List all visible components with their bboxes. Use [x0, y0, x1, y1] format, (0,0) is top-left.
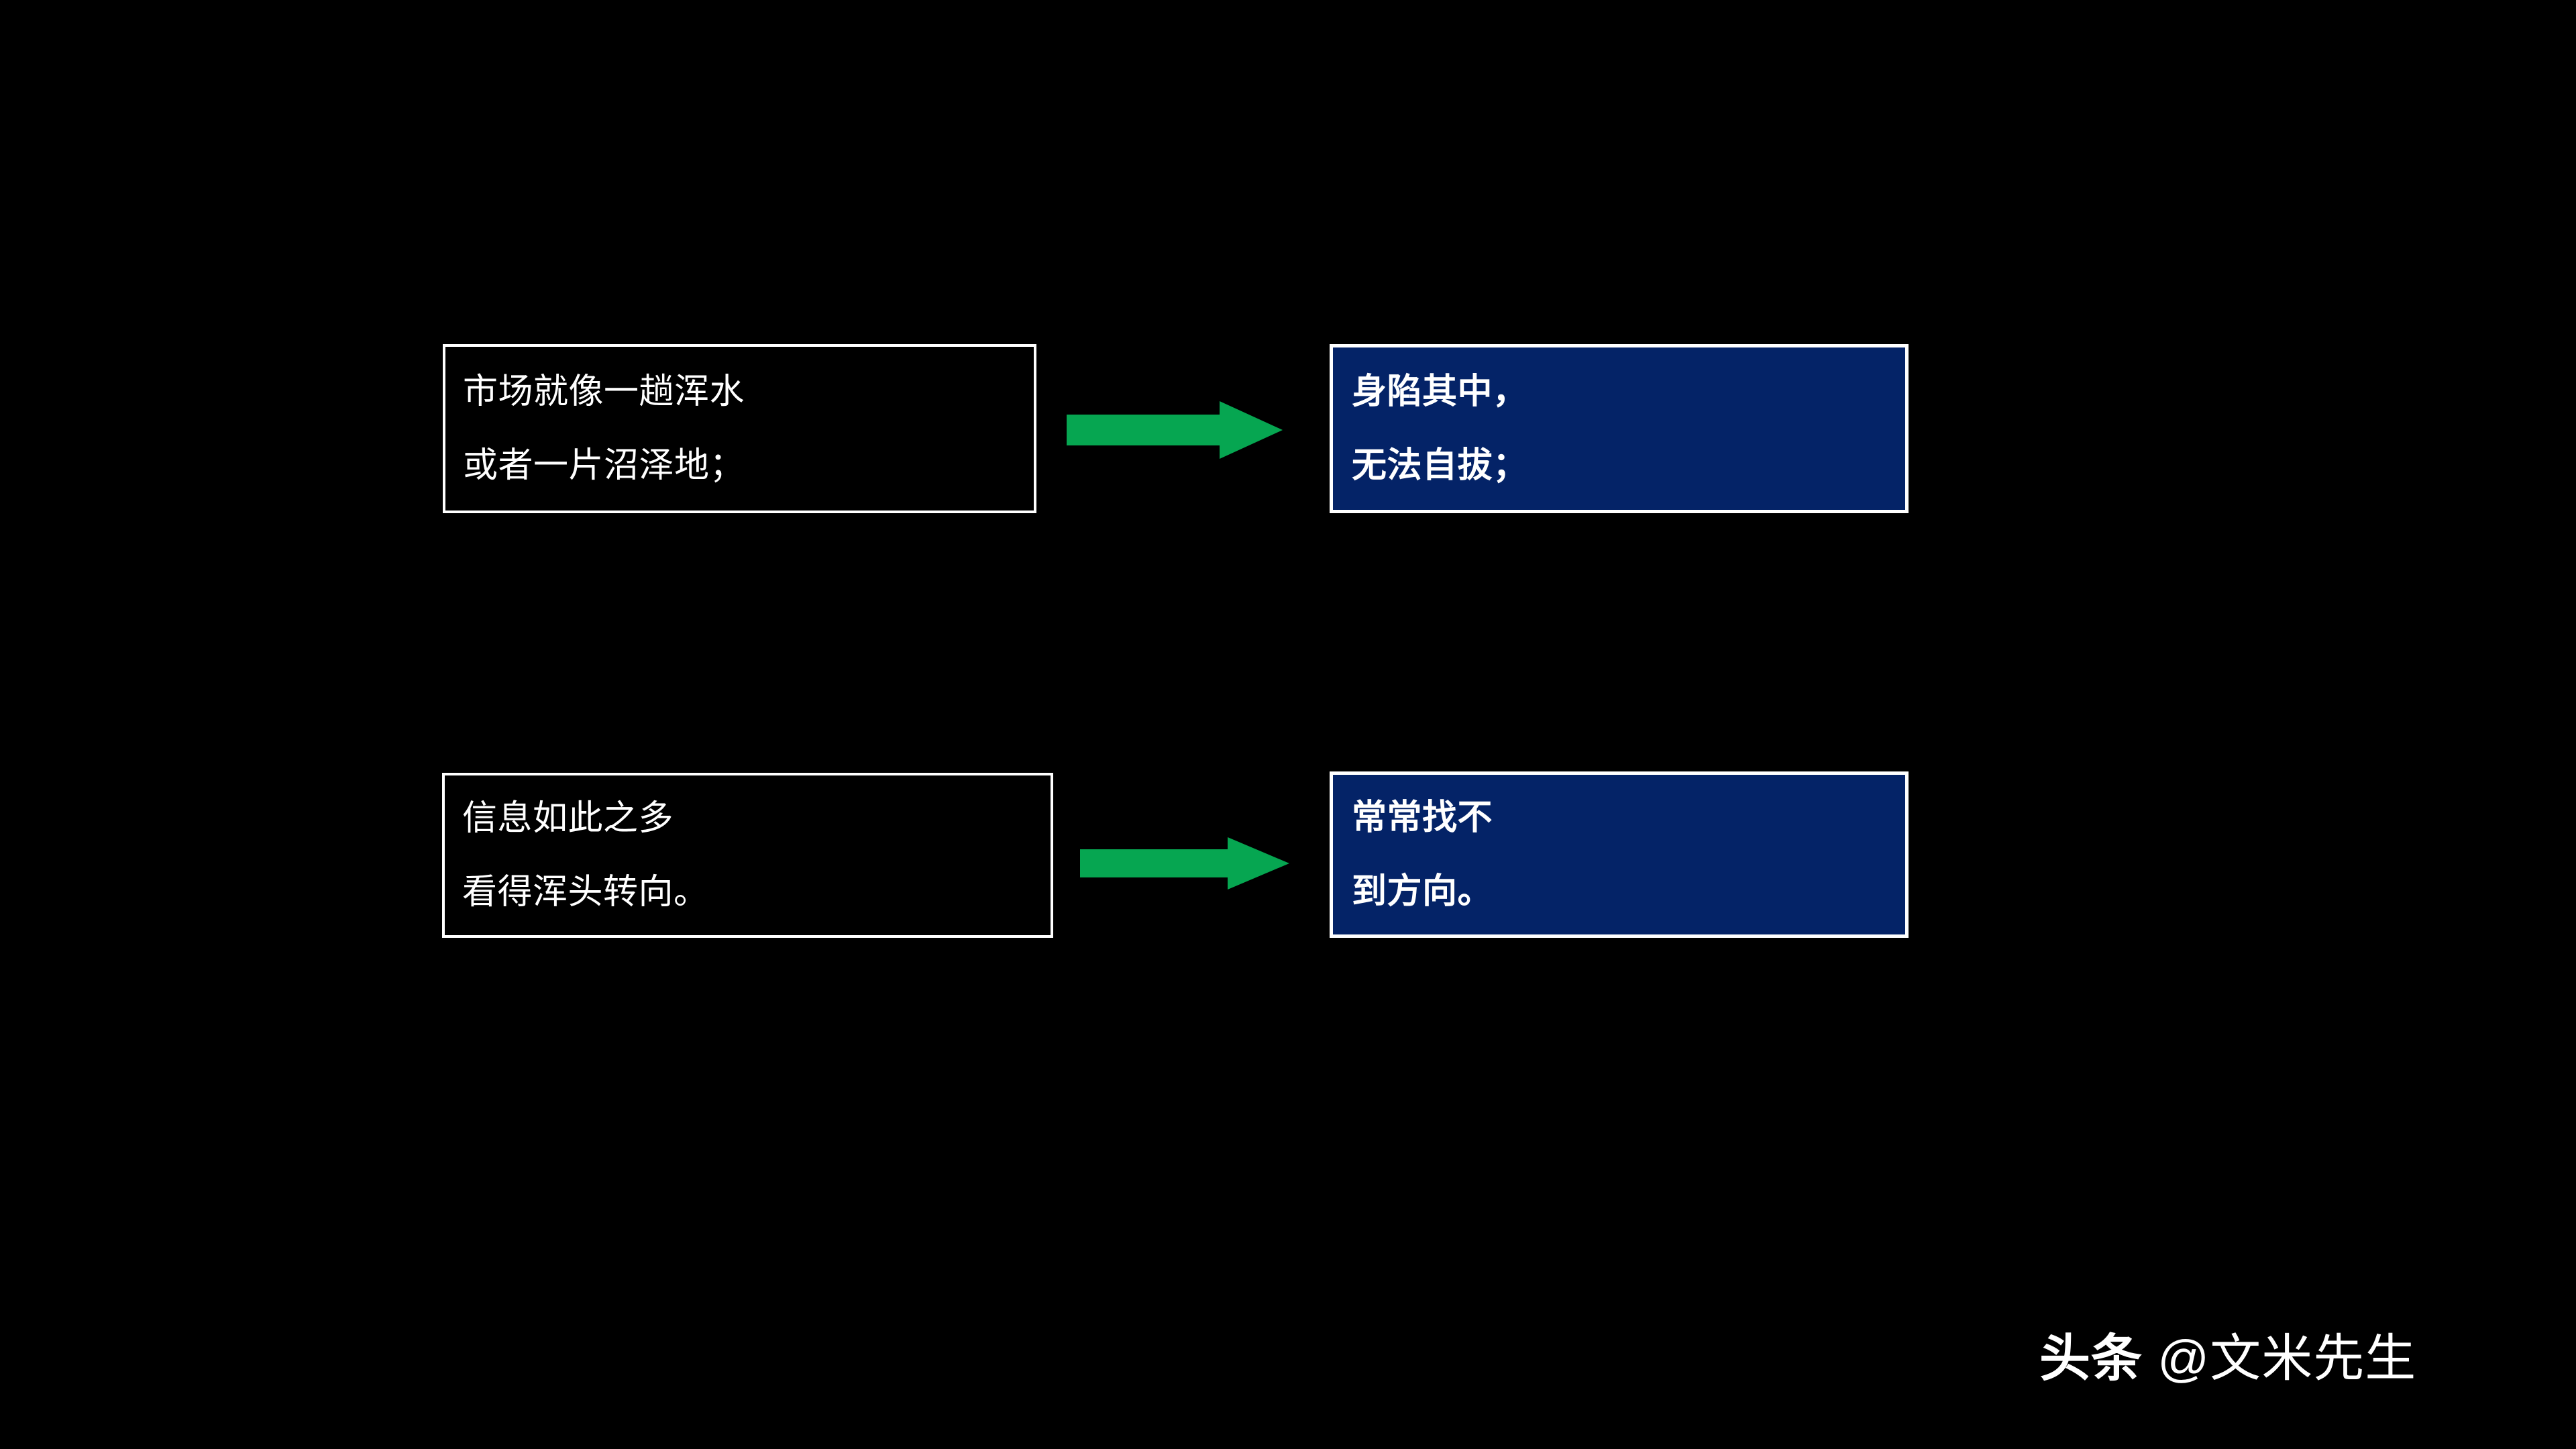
arrow-svg-row-2	[1080, 837, 1289, 890]
arrow-svg-row-1	[1067, 401, 1283, 459]
result-box-row-1: 身陷其中， 无法自拔；	[1330, 344, 1909, 513]
watermark-brand: 头条	[2039, 1330, 2143, 1387]
source-box-row-2: 信息如此之多 看得浑头转向。	[442, 773, 1053, 938]
watermark-handle: @文米先生	[2143, 1330, 2417, 1387]
result-box-row-2-line-2: 到方向。	[1352, 872, 1493, 911]
watermark: 头条 @文米先生	[2039, 1334, 2416, 1385]
result-box-row-2-line-1: 常常找不	[1352, 798, 1493, 837]
source-box-row-1-line-1: 市场就像一趟浑水	[463, 372, 745, 411]
right-block-arrow-icon-row-1	[1067, 401, 1283, 459]
source-box-row-2-line-2: 看得浑头转向。	[462, 873, 709, 912]
result-box-row-1-line-1: 身陷其中，	[1352, 372, 1528, 411]
source-box-row-1: 市场就像一趟浑水 或者一片沼泽地；	[443, 344, 1036, 513]
right-block-arrow-icon-row-2	[1080, 837, 1289, 890]
source-box-row-1-line-2: 或者一片沼泽地；	[463, 446, 745, 485]
result-box-row-1-line-2: 无法自拔；	[1352, 446, 1528, 485]
result-box-row-2: 常常找不 到方向。	[1330, 771, 1909, 938]
source-box-row-2-line-1: 信息如此之多	[462, 799, 674, 838]
